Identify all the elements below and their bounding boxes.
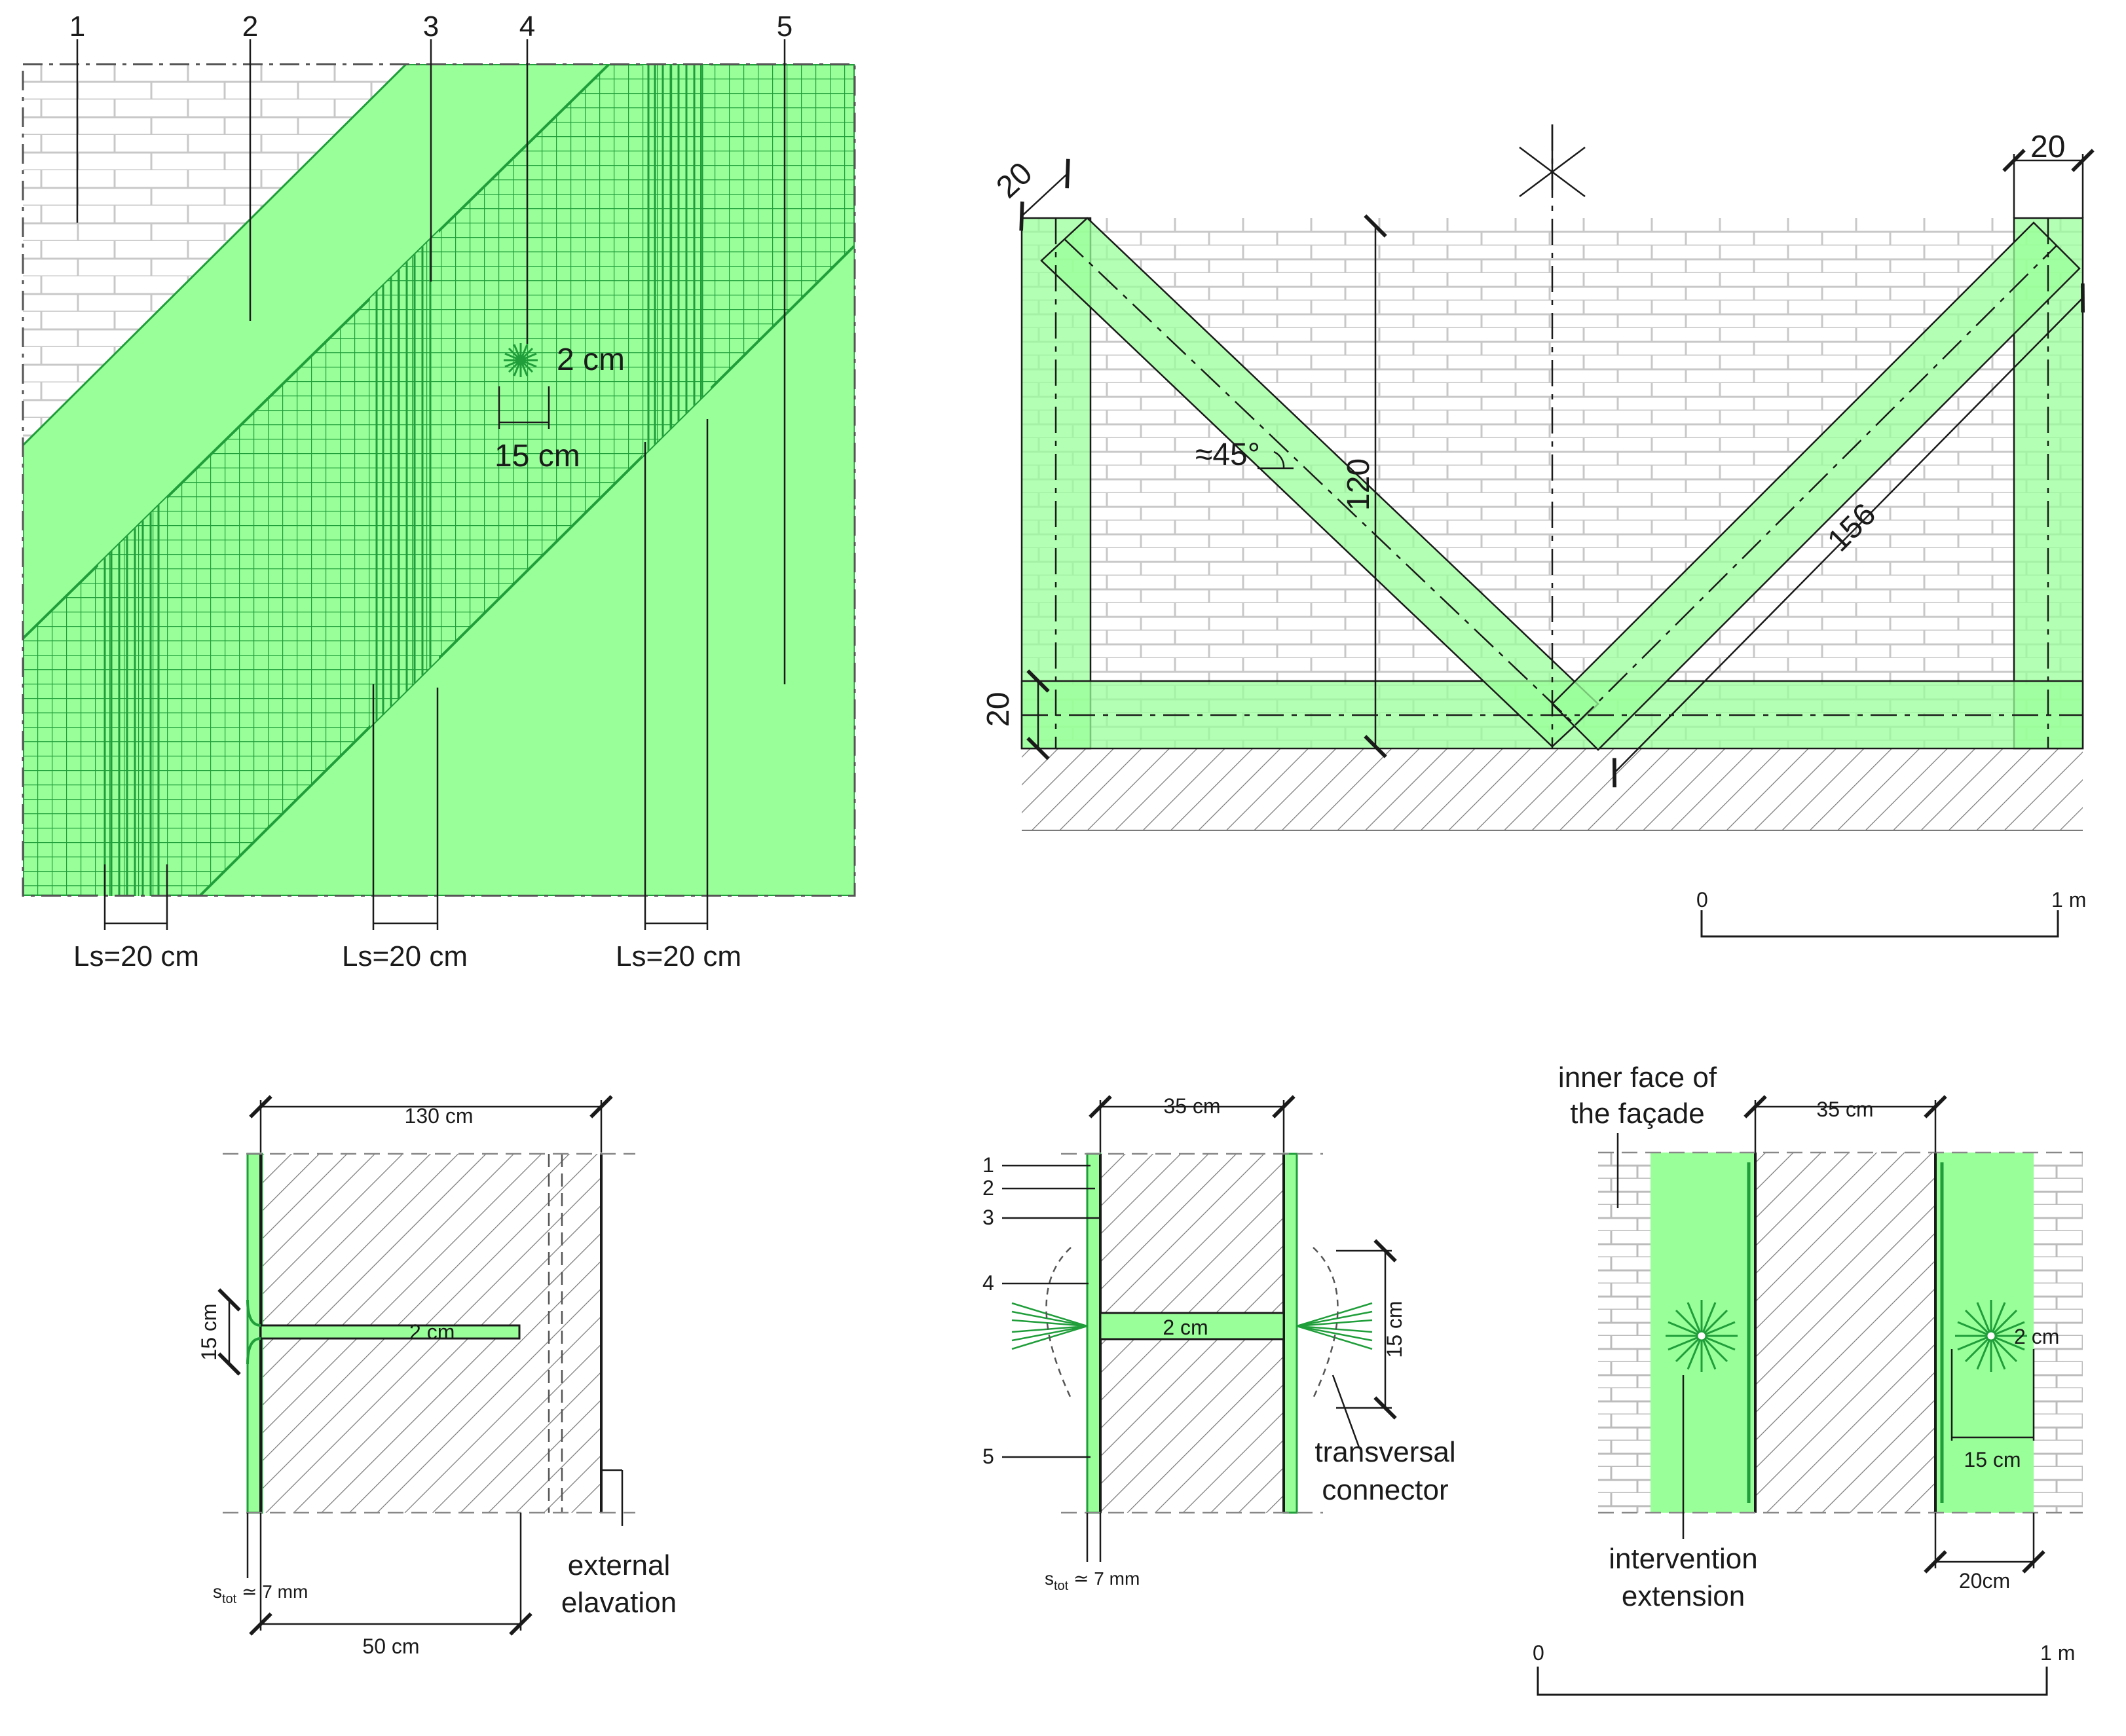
transversal-connector xyxy=(1099,1312,1285,1340)
panel-e-dimensions xyxy=(1616,1095,2045,1574)
label-1: 1 xyxy=(69,10,85,43)
transversal-connector-label-1: transversal xyxy=(1315,1436,1455,1468)
panel-d-dimensions xyxy=(1002,1095,1397,1562)
external-elevation-label-1: external xyxy=(568,1549,671,1581)
dim-e-width-35: 35 cm xyxy=(1816,1098,1873,1121)
plan-hatch xyxy=(1755,1153,1935,1513)
ls-label-1: Ls=20 cm xyxy=(73,940,199,972)
dim-d-gap-15: 15 cm xyxy=(1383,1301,1406,1357)
ls-label-3: Ls=20 cm xyxy=(616,940,741,972)
panel-b-elevation: 20 20 20 120 156 ≈45° 0 1 m xyxy=(981,124,2095,938)
scale-bar-bottom: 0 1 m xyxy=(1533,1641,2075,1696)
scale-bottom-one: 1 m xyxy=(2040,1641,2075,1665)
dim-right-top-20: 20 xyxy=(2030,130,2065,164)
label-d-1: 1 xyxy=(982,1153,994,1177)
plan-brick-right xyxy=(2034,1153,2083,1513)
label-d-4: 4 xyxy=(982,1271,994,1295)
scale-bar-top: 0 1 m xyxy=(1696,888,2086,938)
dim-left-top-20: 20 xyxy=(990,156,1039,205)
panel-c-dimensions xyxy=(217,1095,624,1636)
external-elevation-label-2: elavation xyxy=(561,1587,677,1619)
panel-e-plan: inner face of the façade 35 cm 2 cm 15 c… xyxy=(1533,1062,2083,1696)
transversal-connector-label-2: connector xyxy=(1322,1474,1448,1506)
panel-a-layout: 1 2 3 4 5 2 cm 15 cm Ls=20 cm Ls=20 cm L… xyxy=(22,10,856,972)
dim-width-130: 130 cm xyxy=(405,1104,474,1128)
plan-brick-left xyxy=(1598,1153,1650,1513)
dim-d-connector-2: 2 cm xyxy=(1163,1316,1208,1339)
scale-top-one: 1 m xyxy=(2051,888,2086,912)
label-d-3: 3 xyxy=(982,1206,994,1229)
dim-connector-2: 2 cm xyxy=(409,1320,455,1344)
dim-d-thickness: stot ≃ 7 mm xyxy=(1045,1568,1140,1593)
pitch-dim-label: 15 cm xyxy=(494,439,580,473)
panel-c-section: 130 cm 15 cm 2 cm stot ≃ 7 mm 50 cm exte… xyxy=(197,1095,677,1658)
scale-top-zero: 0 xyxy=(1696,888,1708,912)
connector-dim-label: 2 cm xyxy=(557,342,625,377)
dim-depth-50: 50 cm xyxy=(362,1634,419,1658)
fan-arrows xyxy=(1045,1247,1339,1399)
spike-anchor-right xyxy=(1955,1300,2027,1372)
dim-d-width-35: 35 cm xyxy=(1163,1094,1220,1118)
dim-bottom-20: 20 xyxy=(981,692,1016,727)
dim-thickness: stot ≃ 7 mm xyxy=(213,1581,308,1606)
ground-hatch xyxy=(1022,748,2083,830)
panel-b-dimensions xyxy=(1019,124,2095,788)
label-4: 4 xyxy=(519,10,535,43)
connector-symbol xyxy=(504,343,538,377)
ls-label-2: Ls=20 cm xyxy=(342,940,468,972)
label-d-5: 5 xyxy=(982,1445,994,1468)
dim-height-120: 120 xyxy=(1341,458,1376,511)
inner-face-label-2: the façade xyxy=(1570,1098,1705,1130)
scale-bottom-zero: 0 xyxy=(1533,1641,1544,1665)
panel-d-section: 35 cm 1 2 3 4 5 2 cm 15 cm stot ≃ 7 mm t… xyxy=(982,1094,1456,1593)
connector-fan xyxy=(1011,1302,1373,1350)
inner-face-label-1: inner face of xyxy=(1558,1062,1717,1094)
dim-e-band-20: 20cm xyxy=(1959,1569,2010,1593)
intervention-label-1: intervention xyxy=(1609,1543,1757,1575)
label-2: 2 xyxy=(242,10,258,43)
dim-e-pitch-15: 15 cm xyxy=(1964,1448,2021,1471)
dim-e-connector-2: 2 cm xyxy=(2014,1325,2059,1348)
label-d-2: 2 xyxy=(982,1176,994,1200)
label-3: 3 xyxy=(423,10,439,43)
intervention-label-2: extension xyxy=(1622,1580,1745,1612)
panel-a-border xyxy=(22,63,856,897)
spike-anchor-left xyxy=(1666,1300,1738,1372)
label-5: 5 xyxy=(777,10,793,43)
connector-section xyxy=(259,1324,521,1340)
dim-gap-15: 15 cm xyxy=(197,1303,221,1360)
angle-label: ≈45° xyxy=(1195,437,1260,472)
panel-a-leaders xyxy=(76,39,786,930)
